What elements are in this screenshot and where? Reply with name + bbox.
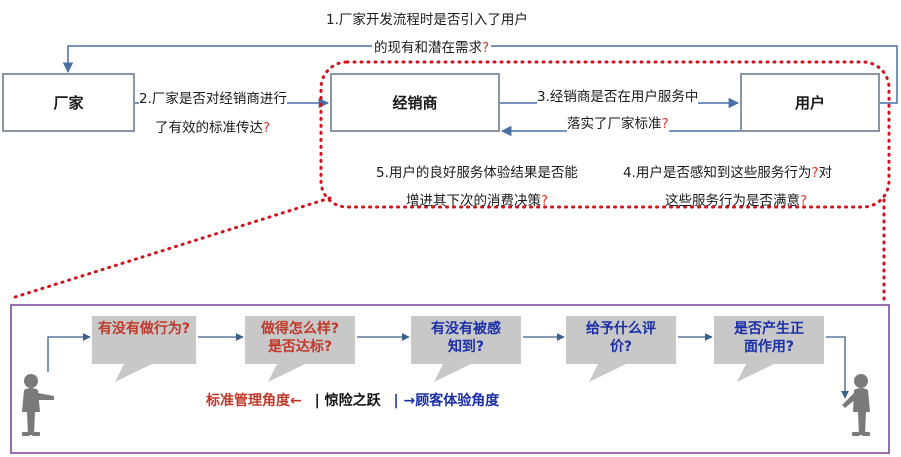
bubble-shape-4	[566, 316, 676, 382]
box-user-label: 用户	[794, 94, 825, 112]
box-dealer: 经销商	[330, 73, 500, 132]
question-3-line1: 3.经销商是否在用户服务中	[537, 85, 699, 109]
question-2-line1: 2.厂家是否对经销商进行	[139, 87, 287, 111]
box-factory-label: 厂家	[53, 94, 84, 112]
bubble-shape-5	[714, 316, 824, 382]
box-dealer-label: 经销商	[392, 94, 438, 112]
question-5-line1: 5.用户的良好服务体验结果是否能	[376, 165, 578, 181]
dotted-region	[319, 60, 891, 209]
step-4-text: 给予什么评 价?	[586, 321, 656, 355]
step-1-text: 有没有做行为?	[97, 321, 191, 337]
arrow-figure-to-step1	[47, 333, 91, 372]
question-4-line2: 这些服务行为是否满意?	[665, 193, 808, 209]
question-mark: ?	[811, 165, 819, 181]
question-mark: ?	[263, 120, 271, 136]
box-user: 用户	[740, 73, 880, 132]
question-3-line2: 落实了厂家标准?	[567, 112, 669, 136]
step-3-text: 有没有被感 知到?	[431, 321, 501, 355]
step-2-text: 做得怎么样? 是否达标?	[260, 321, 340, 355]
step-5-text: 是否产生正 面作用?	[734, 321, 804, 355]
legend-leap: | 惊险之跃	[314, 393, 381, 409]
question-5-line2: 增进其下次的消费决策?	[406, 193, 549, 209]
person-left-icon	[22, 374, 54, 436]
legend-customer: | →顾客体验角度	[393, 393, 500, 409]
question-4-line1: 4.用户是否感知到这些服务行为?对	[623, 165, 833, 181]
question-mark: ?	[661, 116, 669, 132]
box-factory: 厂家	[2, 73, 135, 132]
bubble-shape-3	[411, 316, 521, 382]
question-mark: ?	[800, 193, 808, 209]
question-mark: ?	[482, 40, 490, 56]
legend: 标准管理角度← | 惊险之跃 | →顾客体验角度	[206, 390, 499, 410]
question-1-line2: 的现有和潜在需求?	[372, 36, 492, 60]
person-right-icon	[842, 374, 870, 436]
dotted-connector-left	[10, 196, 332, 300]
legend-standard: 标准管理角度←	[206, 393, 302, 409]
bubble-shape-2	[245, 316, 355, 382]
question-2-line2: 了有效的标准传达?	[155, 120, 271, 136]
arrow-step5-to-figure	[826, 336, 849, 399]
bottom-frame	[10, 304, 890, 454]
question-mark: ?	[541, 193, 549, 209]
bubble-shape-1	[92, 316, 196, 382]
arrow-user-to-factory	[62, 45, 898, 104]
question-1-line1: 1.厂家开发流程时是否引入了用户	[326, 12, 528, 28]
